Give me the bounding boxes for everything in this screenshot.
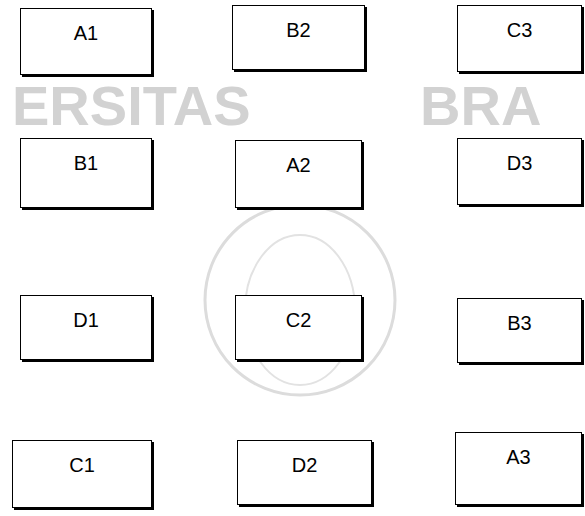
box-label: B3 <box>458 299 581 335</box>
label-box: A3 <box>455 432 582 505</box>
box-label: A2 <box>236 141 361 177</box>
box-label: A1 <box>21 9 151 45</box>
watermark-text: ERSITAS <box>12 78 251 134</box>
box-label: B1 <box>21 139 151 175</box>
box-label: D3 <box>458 139 581 175</box>
label-box: D3 <box>457 138 582 205</box>
label-box: C3 <box>457 5 582 72</box>
watermark-text: BRA <box>420 78 541 134</box>
label-box: A2 <box>235 140 362 208</box>
label-box: C1 <box>12 440 152 508</box>
box-label: C3 <box>458 6 581 42</box>
label-box: D2 <box>237 440 372 505</box>
label-box: B2 <box>232 5 365 70</box>
label-box: D1 <box>20 295 152 360</box>
box-label: C1 <box>13 441 151 477</box>
box-label: D2 <box>238 441 371 477</box>
box-label: A3 <box>456 433 581 469</box>
box-label: D1 <box>21 296 151 332</box>
box-label: C2 <box>236 296 361 332</box>
label-box: A1 <box>20 8 152 75</box>
label-box: B1 <box>20 138 152 208</box>
label-box: C2 <box>235 295 362 360</box>
label-box: B3 <box>457 298 582 363</box>
box-label: B2 <box>233 6 364 42</box>
